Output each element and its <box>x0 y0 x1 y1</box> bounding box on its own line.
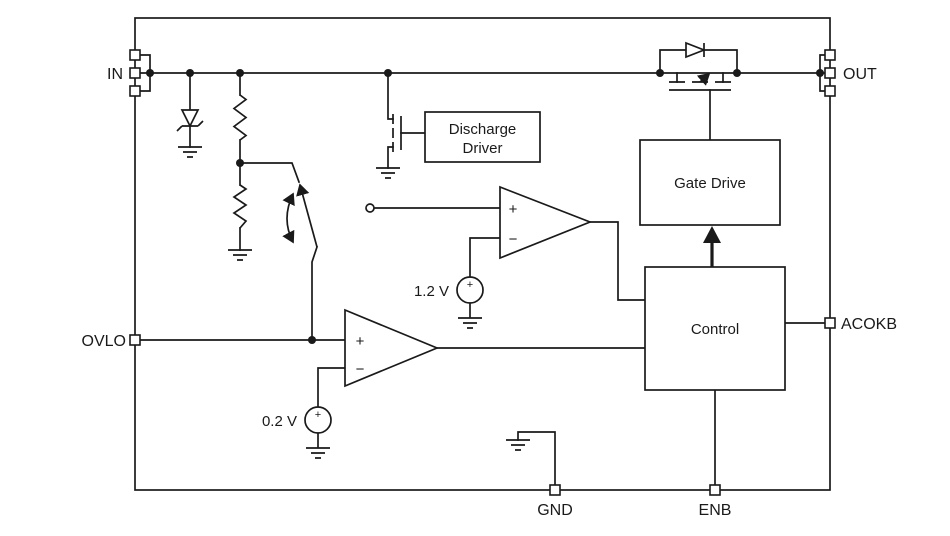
ground-icon <box>458 303 482 329</box>
ground-icon <box>228 249 252 261</box>
pin-gnd-terminal <box>549 484 561 496</box>
pin-label-out: OUT <box>843 66 877 83</box>
reference-source-0v2-icon: + <box>304 406 332 434</box>
discharge-driver-label-line1: Discharge <box>449 121 517 138</box>
pin-enb-terminal <box>709 484 721 496</box>
pin-out-terminal-1 <box>824 49 836 61</box>
body-diode-icon <box>659 41 738 74</box>
control-block: Control <box>644 266 786 391</box>
source-plus-sign: + <box>315 409 321 421</box>
ground-icon <box>376 167 400 179</box>
discharge-driver-block: Discharge Driver <box>424 111 541 163</box>
ground-icon <box>506 439 530 451</box>
uv-comparator-minus-sign: − <box>356 361 365 378</box>
resistor-bottom-icon <box>232 184 248 229</box>
pin-label-ovlo: OVLO <box>82 333 126 350</box>
resistor-top-icon <box>232 94 248 141</box>
uv-comparator: + − <box>344 308 440 388</box>
pin-label-in: IN <box>107 66 123 83</box>
source-plus-sign: + <box>467 279 473 291</box>
pin-out-terminal-3 <box>824 85 836 97</box>
ov-reference-label: 1.2 V <box>414 283 449 300</box>
pin-label-enb: ENB <box>699 502 732 519</box>
ov-comparator-plus-sign: + <box>509 201 518 218</box>
control-to-gatedrive-arrow <box>703 226 721 267</box>
ground-icon <box>306 433 330 459</box>
pin-ovlo-terminal <box>129 334 141 346</box>
pin-in-terminal-1 <box>129 49 141 61</box>
ov-comparator-minus-sign: − <box>509 231 518 248</box>
uv-comparator-plus-sign: + <box>356 333 365 350</box>
pin-acokb-terminal <box>824 317 836 329</box>
pin-label-acokb: ACOKB <box>841 316 897 333</box>
ov-comparator: + − <box>499 185 593 260</box>
zener-diode-icon <box>176 109 204 132</box>
pin-out-terminal-2 <box>824 67 836 79</box>
gate-drive-label: Gate Drive <box>674 175 746 192</box>
pin-terminals <box>129 49 836 496</box>
gate-drive-block: Gate Drive <box>639 139 781 226</box>
junction-dots <box>146 69 824 344</box>
discharge-mosfet-icon <box>392 114 402 152</box>
reference-source-1v2-icon: + <box>456 276 484 304</box>
threshold-select-switch-icon <box>282 183 318 248</box>
pin-label-gnd: GND <box>537 502 573 519</box>
pin-in-terminal-2 <box>129 67 141 79</box>
ground-icon <box>178 146 202 158</box>
open-terminal-icon <box>365 203 375 213</box>
pin-in-terminal-3 <box>129 85 141 97</box>
control-label: Control <box>691 321 739 338</box>
pass-mosfet-icon <box>669 72 731 91</box>
uv-reference-label: 0.2 V <box>262 413 297 430</box>
discharge-driver-label-line2: Driver <box>463 140 503 157</box>
ic-boundary <box>134 17 831 491</box>
